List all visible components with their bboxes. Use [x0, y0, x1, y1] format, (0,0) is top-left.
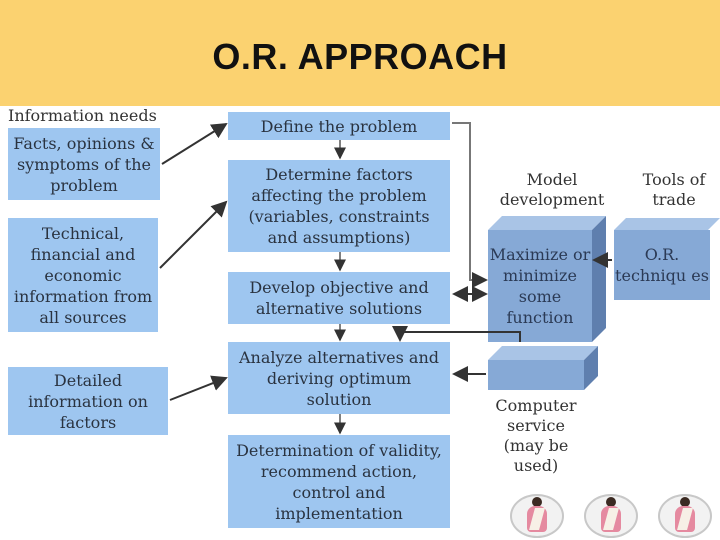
- footer-figure-3: [658, 494, 712, 538]
- step-determination-validity: Determination of validity, recommend act…: [228, 435, 450, 528]
- computer-service-box: [488, 360, 584, 390]
- maximize-function-box: Maximize or minimize some function: [488, 230, 592, 342]
- info-box-technical: Technical, financial and economic inform…: [8, 218, 158, 332]
- footer-figure-2: [584, 494, 638, 538]
- information-needs-label: Information needs: [8, 106, 157, 125]
- footer-figure-1: [510, 494, 564, 538]
- computer-service-label: Computer service (may be used): [495, 396, 577, 475]
- info-box-facts: Facts, opinions & symptoms of the proble…: [8, 128, 160, 200]
- step-analyze-alternatives: Analyze alternatives and deriving optimu…: [228, 342, 450, 414]
- model-development-label: Model development: [499, 170, 605, 209]
- or-techniques-box: O.R. techniqu es: [614, 230, 710, 300]
- tools-of-trade-label: Tools of trade: [642, 170, 706, 209]
- step-determine-factors: Determine factors affecting the problem …: [228, 160, 450, 252]
- slide-title: O.R. APPROACH: [212, 36, 508, 77]
- title-bar: O.R. APPROACH: [0, 0, 720, 106]
- step-develop-objective: Develop objective and alternative soluti…: [228, 272, 450, 324]
- step-define-problem: Define the problem: [228, 112, 450, 140]
- info-box-detailed: Detailed information on factors: [8, 367, 168, 435]
